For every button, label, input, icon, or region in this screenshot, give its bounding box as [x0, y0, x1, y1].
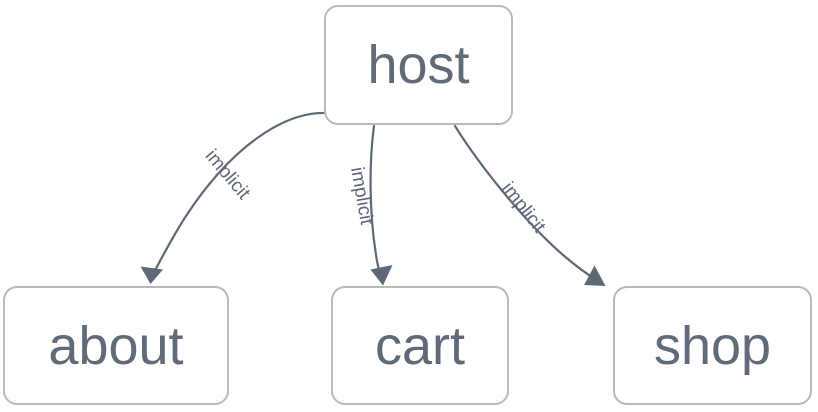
- edge-host-cart[interactable]: [369, 124, 393, 286]
- edge-host-shop[interactable]: [453, 124, 606, 286]
- node-about-label: about: [48, 315, 184, 376]
- node-shop[interactable]: shop: [613, 286, 812, 405]
- node-cart-label: cart: [374, 315, 466, 376]
- node-shop-label: shop: [653, 315, 772, 376]
- edge-host-about[interactable]: [140, 111, 329, 284]
- node-host[interactable]: host: [324, 5, 513, 125]
- edge-host-about-arrowhead: [140, 266, 163, 284]
- edge-host-cart-arrowhead: [370, 265, 393, 286]
- node-host-label: host: [367, 35, 470, 95]
- node-about[interactable]: about: [3, 286, 229, 405]
- edge-host-shop-arrowhead: [584, 265, 606, 286]
- edge-host-about-path: [150, 111, 329, 278]
- edge-host-shop-path: [453, 124, 600, 283]
- node-cart[interactable]: cart: [331, 286, 509, 405]
